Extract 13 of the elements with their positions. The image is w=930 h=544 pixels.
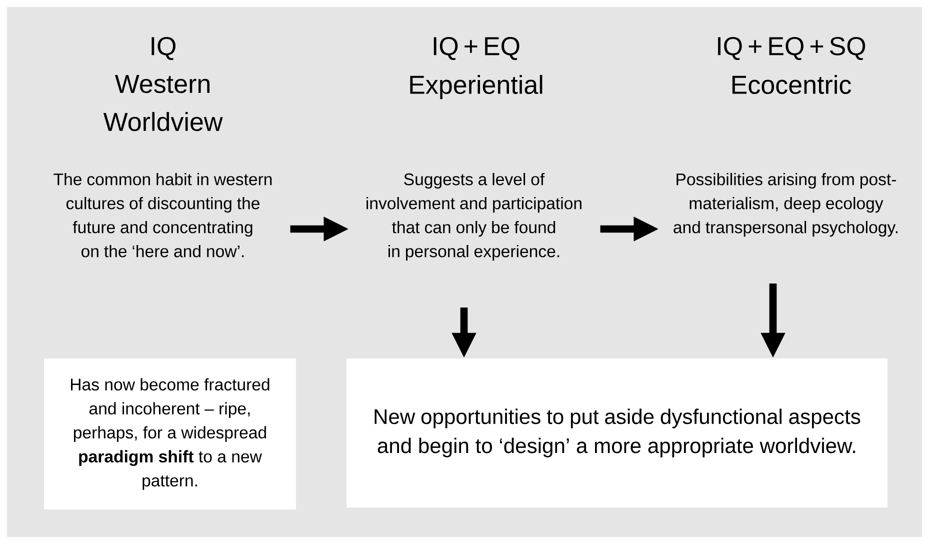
column-heading: Ecocentric [732, 74, 851, 94]
box-text: New opportunities to put aside dysfunctional aspects and begin to ‘design’ a more appropriate worldview. [374, 408, 860, 458]
column-heading: IQ + EQ [434, 36, 520, 60]
text-box [44, 358, 296, 510]
box-text: Has now become fractured and incoherent – ripe, perhaps, for a widespread paradigm shift to a new pattern. [71, 378, 270, 490]
description-text: The common habit in western cultures of discounting the future and concentrating on the ‘here and now’. [54, 172, 272, 258]
column-heading: IQ + EQ + SQ [718, 36, 866, 60]
text-box [346, 358, 888, 508]
column-heading: Experiential [410, 74, 542, 100]
description-text: Suggests a level of involvement and participation that can only be found in personal experience. [366, 172, 582, 261]
column-heading: IQ [152, 36, 176, 60]
description-text: Possibilities arising from post-materialism, deep ecology and transpersonal psychology. [674, 172, 898, 237]
column-heading: Western Worldview [103, 74, 223, 132]
